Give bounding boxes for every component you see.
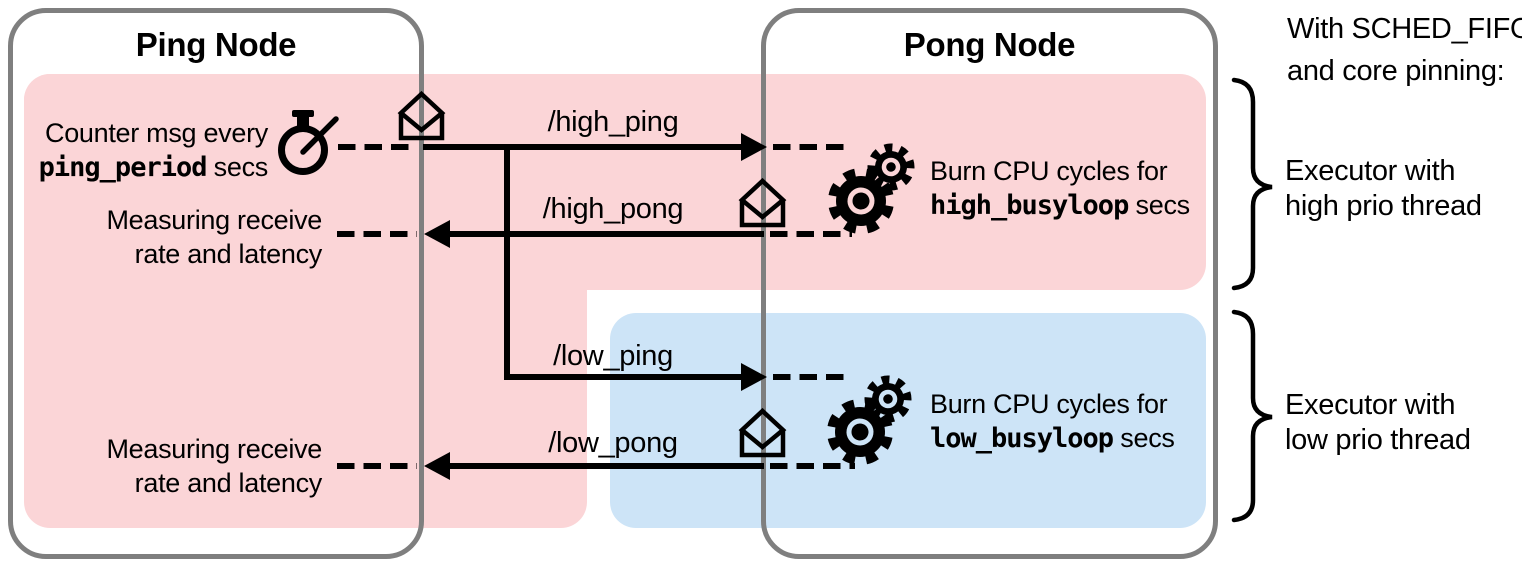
stopwatch-icon (278, 110, 339, 175)
topic-label-low-ping: /low_ping (553, 340, 673, 372)
high-busyloop-param: high_busyloop (930, 190, 1129, 221)
pong-node-title: Pong Node (903, 26, 1076, 63)
measuring-label-high: Measuring receive rate and latency (106, 205, 322, 269)
counter-msg-label: Counter msg every ping_period secs (38, 118, 269, 183)
burn-cpu-label-low: Burn CPU cycles for low_busyloop secs (930, 389, 1175, 454)
ping-node-title: Ping Node (135, 26, 297, 63)
executor-high-label: Executor with high prio thread (1285, 155, 1482, 222)
brace-low-prio (1231, 309, 1273, 523)
gears-icon-high (828, 143, 915, 234)
high-ping-arrowhead (741, 133, 767, 161)
low-busyloop-param: low_busyloop (930, 423, 1114, 454)
envelope-icon-high-pong (738, 177, 787, 228)
low-pong-arrowhead (424, 452, 450, 480)
high-pong-arrowhead (424, 220, 450, 248)
topic-label-low-pong: /low_pong (548, 427, 678, 459)
topic-label-high-pong: /high_pong (542, 193, 684, 225)
envelope-icon-high-ping (397, 90, 446, 141)
ping-period-param: ping_period (38, 152, 208, 183)
envelope-icon-low-pong (738, 407, 787, 458)
sched-fifo-header: With SCHED_FIFO and core pinning: (1287, 13, 1522, 87)
ping-node-box (8, 8, 424, 559)
burn-cpu-label-high: Burn CPU cycles for high_busyloop secs (930, 156, 1190, 221)
low-priority-region (610, 313, 1206, 528)
measuring-label-low: Measuring receive rate and latency (106, 434, 322, 498)
brace-high-prio (1231, 77, 1273, 291)
executor-low-label: Executor with low prio thread (1285, 389, 1471, 456)
branch-line-low-ping (504, 145, 741, 380)
pong-node-box (761, 8, 1218, 559)
topic-label-high-ping: /high_ping (547, 106, 679, 138)
low-ping-arrowhead (741, 363, 767, 391)
gears-icon-low (827, 375, 912, 465)
